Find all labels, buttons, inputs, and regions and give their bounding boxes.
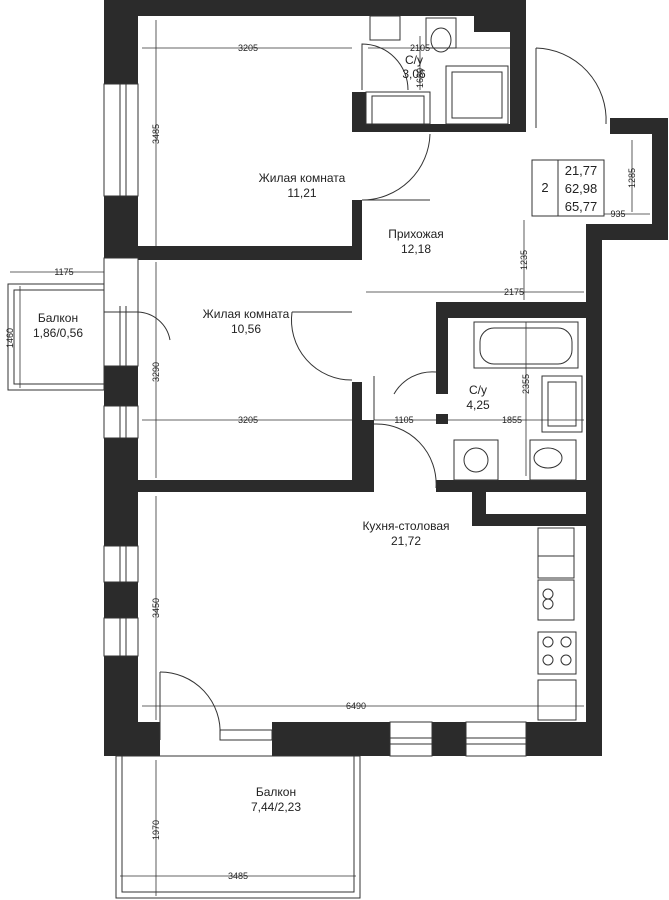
walls <box>104 0 668 756</box>
dim-hall-height: 1235 <box>519 250 529 270</box>
dim-room1-width: 3205 <box>238 43 258 53</box>
room-area-bath1: 3,06 <box>402 67 426 81</box>
room-name-balcony1: Балкон <box>38 311 78 325</box>
room-name-bath2: С/у <box>469 383 487 397</box>
total-area-with-balcony: 65,77 <box>565 199 598 214</box>
dim-entry-width: 935 <box>610 209 625 219</box>
room-name-bath1: С/у <box>405 53 423 67</box>
room-name-kitchen: Кухня-столовая <box>362 519 449 533</box>
living-area-total: 21,77 <box>565 163 598 178</box>
dim-room1-height: 3485 <box>151 124 161 144</box>
room-name-hall: Прихожая <box>388 227 444 241</box>
balconies <box>7 283 361 899</box>
dim-bath2-width: 2175 <box>504 287 524 297</box>
dimension-lines <box>10 20 650 896</box>
room-name-balcony2: Балкон <box>256 785 296 799</box>
dim-room2-width: 3205 <box>238 415 258 425</box>
dim-kitchen-height: 3450 <box>151 598 161 618</box>
dim-bath1-height: 1660 <box>415 68 425 88</box>
dim-bath2-height: 2355 <box>521 374 531 394</box>
room-area-balcony1: 1,86/0,56 <box>33 326 83 340</box>
room-area-bath2: 4,25 <box>466 398 490 412</box>
doors <box>104 43 607 740</box>
fixtures <box>365 15 583 721</box>
dim-balcony2-height: 1970 <box>151 820 161 840</box>
total-area: 62,98 <box>565 181 598 196</box>
room-labels: С/у 3,06 Жилая комната 11,21 Прихожая 12… <box>33 53 490 814</box>
room-area-balcony2: 7,44/2,23 <box>251 800 301 814</box>
dim-corridor-width: 1105 <box>394 415 413 425</box>
rooms-count: 2 <box>541 180 548 195</box>
room-area-living1: 11,21 <box>287 186 316 200</box>
dim-balcony2-width: 3485 <box>228 871 248 881</box>
dimension-labels: 3205 2105 3485 1660 1285 935 1235 2175 2… <box>5 43 637 881</box>
room-name-living2: Жилая комната <box>203 307 290 321</box>
room-area-hall: 12,18 <box>401 242 431 256</box>
room-area-living2: 10,56 <box>231 322 261 336</box>
dim-bath2-lower-width: 1855 <box>502 415 522 425</box>
room-area-kitchen: 21,72 <box>391 534 421 548</box>
dim-kitchen-width: 6490 <box>346 701 366 711</box>
room-name-living1: Жилая комната <box>259 171 346 185</box>
dim-balcony1-width: 1175 <box>54 267 73 277</box>
dim-room2-height: 3290 <box>151 362 161 382</box>
dim-bath1-width: 2105 <box>410 43 430 53</box>
dim-balcony1-height: 1460 <box>5 328 15 348</box>
area-summary-table: 2 21,77 62,98 65,77 <box>531 159 605 217</box>
dim-entry-height: 1285 <box>627 168 637 188</box>
